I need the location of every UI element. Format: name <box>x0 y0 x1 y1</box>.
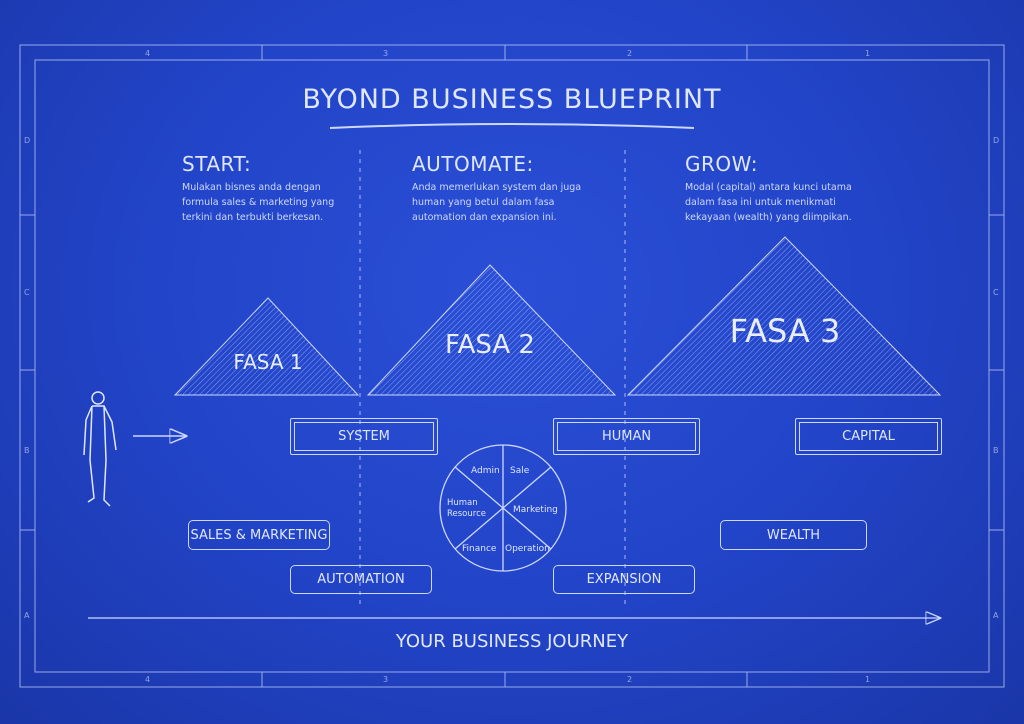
wheel-operation: Operation <box>505 544 550 554</box>
col-label: 4 <box>145 675 150 684</box>
wheel-finance: Finance <box>462 544 497 554</box>
start-heading: START: <box>182 152 252 176</box>
sales-marketing-box: SALES & MARKETING <box>188 520 330 550</box>
wealth-box: WEALTH <box>720 520 867 550</box>
col-label: 2 <box>627 675 632 684</box>
col-label: 3 <box>383 675 388 684</box>
wheel-sale: Sale <box>510 466 530 476</box>
fasa-2-label: FASA 2 <box>445 330 535 360</box>
col-label: 2 <box>627 49 632 58</box>
row-label: A <box>24 611 30 620</box>
fasa-3-triangle <box>626 236 942 396</box>
row-label: A <box>993 611 999 620</box>
journey-label: YOUR BUSINESS JOURNEY <box>395 631 629 652</box>
grow-description: Modal (capital) antara kunci utama dalam… <box>685 182 852 223</box>
capital-box: CAPITAL <box>795 418 942 455</box>
row-label: C <box>24 288 30 297</box>
automate-heading: AUTOMATE: <box>412 152 534 176</box>
col-label: 4 <box>145 49 150 58</box>
fasa-3-label: FASA 3 <box>729 312 841 350</box>
row-label: C <box>993 288 999 297</box>
automation-box: AUTOMATION <box>290 565 432 594</box>
wheel-admin: Admin <box>471 466 500 476</box>
col-label: 1 <box>865 675 870 684</box>
human-box: HUMAN <box>553 418 700 455</box>
row-label: B <box>993 446 999 455</box>
row-label: B <box>24 446 30 455</box>
expansion-box: EXPANSION <box>553 565 695 594</box>
col-label: 3 <box>383 49 388 58</box>
wheel-marketing: Marketing <box>513 505 558 515</box>
person-icon <box>83 391 117 507</box>
fasa-1-label: FASA 1 <box>233 350 303 374</box>
business-wheel <box>439 444 567 572</box>
row-label: D <box>24 136 30 145</box>
row-label: D <box>993 136 999 145</box>
start-description: Mulakan bisnes anda dengan formula sales… <box>182 182 335 223</box>
automate-description: Anda memerlukan system dan juga human ya… <box>412 182 582 223</box>
system-box: SYSTEM <box>290 418 438 455</box>
title-underline <box>329 123 695 129</box>
page-title: BYOND BUSINESS BLUEPRINT <box>302 84 722 115</box>
fasa-1-triangle <box>173 297 360 396</box>
grow-heading: GROW: <box>685 152 758 176</box>
col-label: 1 <box>865 49 870 58</box>
border-frame <box>19 44 1005 688</box>
fasa-2-triangle <box>366 264 617 396</box>
